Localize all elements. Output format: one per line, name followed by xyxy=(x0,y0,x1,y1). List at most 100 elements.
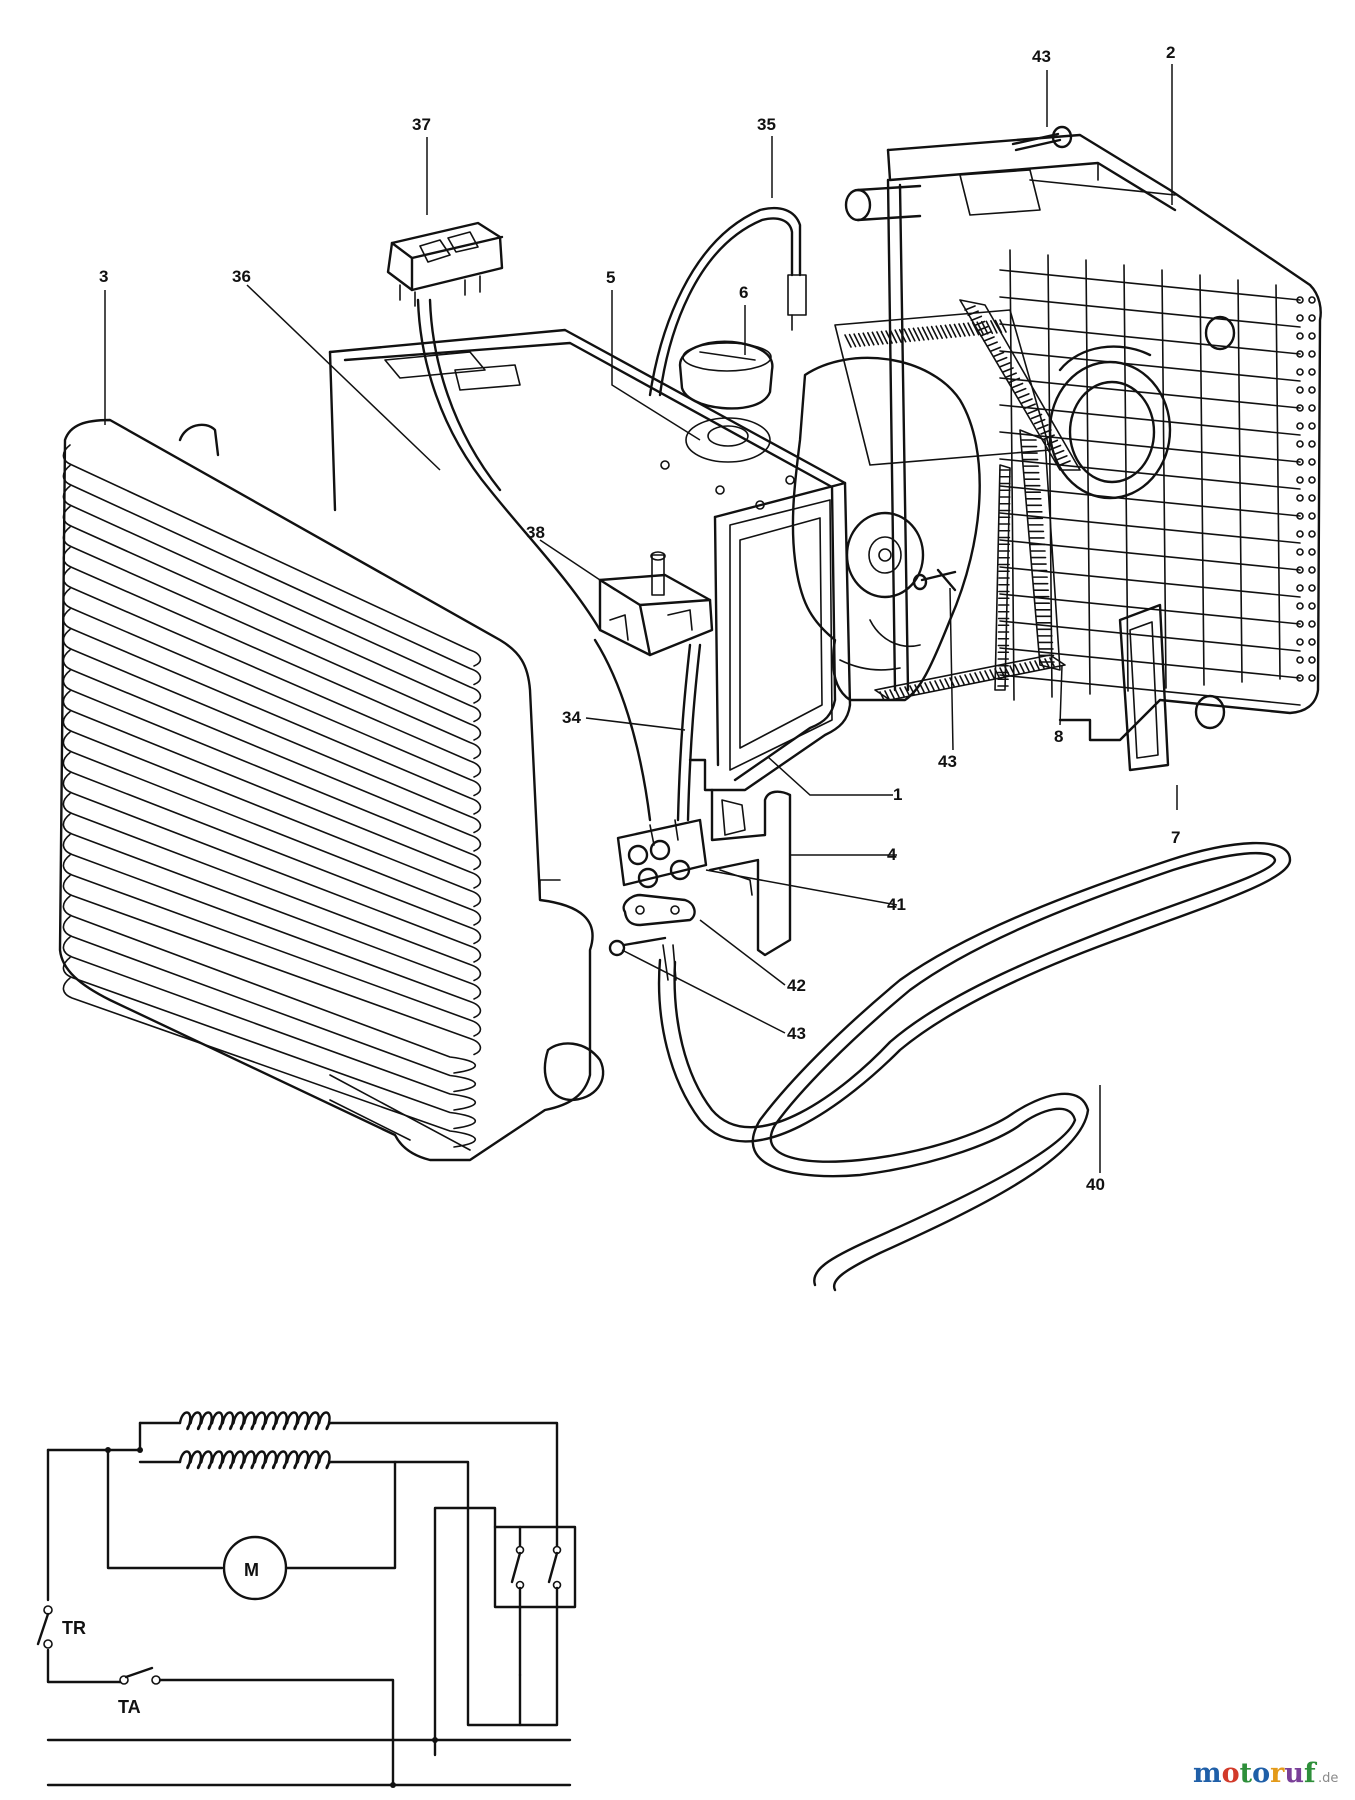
vent-dot xyxy=(1308,530,1316,538)
internal-wire-35 xyxy=(648,206,807,397)
grille-slat xyxy=(62,567,482,778)
grille-slat xyxy=(62,710,482,908)
vent-dot xyxy=(1296,602,1304,610)
rear-rib xyxy=(999,539,1301,571)
grille-slat xyxy=(62,505,482,723)
part-label-2: 2 xyxy=(1166,43,1175,62)
coil-turn xyxy=(1056,455,1068,461)
part-label-43-low: 43 xyxy=(787,1024,806,1043)
coil-turn xyxy=(980,331,992,337)
vent-dot xyxy=(1308,314,1316,322)
rear-rib xyxy=(999,377,1301,409)
grille-slat xyxy=(62,546,482,760)
grille-slat xyxy=(62,485,482,704)
coil-turn xyxy=(1014,387,1027,394)
part-label-6: 6 xyxy=(739,283,748,302)
coil-turn xyxy=(959,675,965,685)
rear-rib xyxy=(999,458,1301,490)
coil-turn xyxy=(967,310,979,316)
rocker-switch xyxy=(386,221,504,307)
thermostat-38 xyxy=(598,551,714,657)
vent-dot xyxy=(1308,548,1316,556)
coil-turn xyxy=(1029,661,1035,671)
grille-slat xyxy=(62,813,482,1000)
coil-turn xyxy=(879,691,885,701)
grille-slat xyxy=(62,977,477,1148)
coil-turn xyxy=(962,322,971,337)
coil-turn xyxy=(919,683,925,693)
part-number-labels: 43 2 37 35 3 36 5 6 38 34 1 43 8 7 4 41 … xyxy=(99,43,1180,1194)
vent-dot xyxy=(1296,638,1304,646)
coil-turn xyxy=(974,672,980,682)
vent-dot xyxy=(1296,296,1304,304)
coil-turn xyxy=(844,334,852,348)
vent-dot xyxy=(1308,656,1316,664)
vent-dot xyxy=(1308,404,1316,412)
coil-turn xyxy=(944,324,953,339)
vent-dot xyxy=(1308,512,1316,520)
part-label-4: 4 xyxy=(887,845,897,864)
coil-turn xyxy=(903,328,912,343)
coil-turn xyxy=(909,685,915,695)
motor-label: M xyxy=(244,1560,259,1580)
internal-wires xyxy=(416,298,702,822)
coil-turn xyxy=(990,320,998,334)
coil-turn xyxy=(1034,660,1040,670)
grille-slat xyxy=(62,936,477,1111)
coil-turn xyxy=(1014,664,1020,674)
part-label-34: 34 xyxy=(562,708,581,727)
coil-turn xyxy=(934,680,940,690)
coil-turn xyxy=(921,326,930,341)
terminal-block xyxy=(616,818,708,889)
vent-dot xyxy=(1308,566,1316,574)
switch-ta-label: TA xyxy=(118,1697,141,1717)
coil-turn xyxy=(871,331,880,346)
part-label-43-top: 43 xyxy=(1032,47,1051,66)
coil-turn xyxy=(976,325,989,332)
coil-turn xyxy=(971,321,980,336)
coil-turn xyxy=(899,687,905,697)
watermark-letter: f xyxy=(1304,1758,1318,1789)
grille-slat xyxy=(62,669,482,871)
grille-slat xyxy=(62,731,482,926)
coil-turn xyxy=(953,323,962,338)
part-label-40: 40 xyxy=(1086,1175,1105,1194)
vent-dot xyxy=(1296,422,1304,430)
rear-rib-vertical xyxy=(1009,249,1015,701)
coil-turn xyxy=(999,362,1011,368)
rear-rib-vertical xyxy=(1085,259,1091,695)
part-label-43-mid: 43 xyxy=(938,752,957,771)
coil-turn xyxy=(983,336,995,342)
grille-slat xyxy=(62,690,482,889)
coil-turn xyxy=(1011,382,1024,389)
grille-slat xyxy=(62,792,482,982)
coil-turn xyxy=(1019,663,1025,673)
coil-turn xyxy=(1030,413,1043,420)
grille-slat xyxy=(62,895,477,1074)
vent-dot xyxy=(1308,602,1316,610)
coil-turn xyxy=(857,332,866,347)
rear-rib-vertical xyxy=(1161,269,1167,689)
grille-slat xyxy=(62,915,477,1093)
vent-dot xyxy=(1296,332,1304,340)
coil-turn xyxy=(917,327,925,341)
coil-turn xyxy=(994,319,1003,334)
coil-turn xyxy=(924,682,930,692)
coil-turn xyxy=(949,324,957,338)
coil-turn xyxy=(984,670,990,680)
coil-turn xyxy=(939,324,948,339)
vent-dot xyxy=(1308,584,1316,592)
coil-turn xyxy=(964,674,970,684)
coil-turn xyxy=(1052,449,1065,456)
coil-turn xyxy=(973,320,986,327)
grille-slat xyxy=(62,956,477,1130)
cable-clamp xyxy=(608,893,696,957)
coil-turn xyxy=(1004,666,1010,676)
rear-rib xyxy=(999,674,1301,706)
vent-dot xyxy=(1308,458,1316,466)
coil-turn xyxy=(999,319,1007,333)
coil-turn xyxy=(970,315,983,322)
coil-turn xyxy=(880,330,889,345)
rear-rib xyxy=(999,512,1301,544)
